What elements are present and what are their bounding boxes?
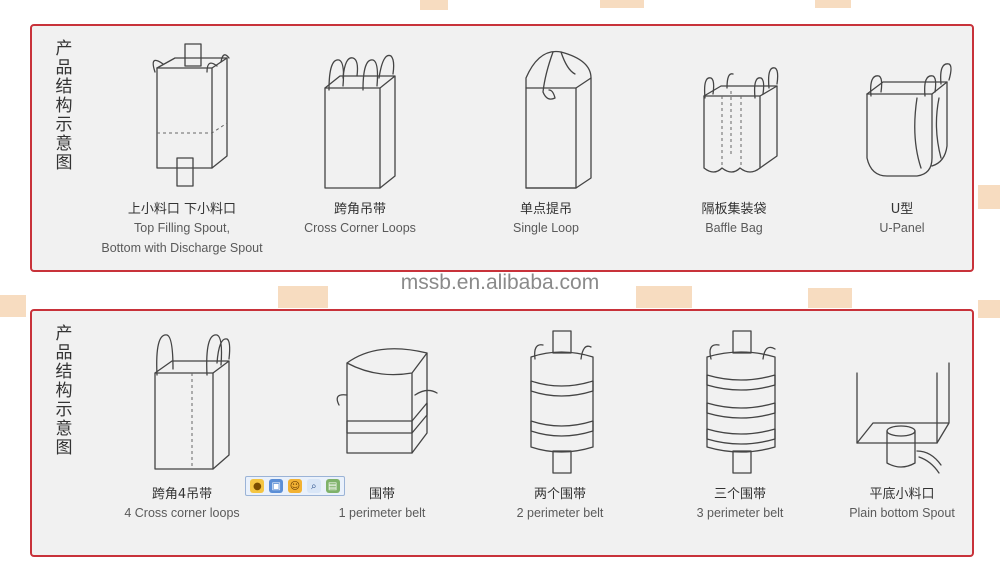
bag-single-loop-illustration <box>525 50 592 189</box>
item-title-en: 3 perimeter belt <box>696 506 784 520</box>
item-title-en: 4 Cross corner loops <box>124 506 240 520</box>
side-label: 产品结构示意图 <box>55 39 73 173</box>
item-title-cn: 两个围带 <box>533 487 586 502</box>
item-title-en: 2 perimeter belt <box>516 506 604 520</box>
watermark: mssb.en.alibaba.com <box>400 271 600 294</box>
bag-2-belt-illustration <box>530 330 594 474</box>
decor-block <box>815 0 851 8</box>
decor-block <box>420 0 448 10</box>
floating-toolbar: ● ▣ ☺ ⌕ ▤ <box>245 476 345 496</box>
item-title-cn: U型 <box>890 202 914 217</box>
item-title-cn: 隔板集装袋 <box>701 202 767 217</box>
item-title-cn: 三个围带 <box>713 487 766 502</box>
item-title-en: 1 perimeter belt <box>338 506 426 520</box>
item-title-en: U-Panel <box>879 221 925 235</box>
globe-icon[interactable]: ● <box>250 479 265 493</box>
item-title-cn: 围带 <box>368 487 395 502</box>
bag-3-belt-illustration <box>706 330 776 474</box>
item-title-cn: 上小料口 下小料口 <box>127 202 237 217</box>
bag-plain-bottom-spout: 平底小料口 Plain bottom Spout <box>812 323 992 523</box>
decor-block <box>978 185 1000 209</box>
item-title-en: Top Filling Spout, <box>134 221 230 235</box>
bag-u-panel-illustration <box>866 63 952 177</box>
bag-1-perimeter-belt: 围带 1 perimeter belt <box>292 323 472 523</box>
item-title-cn: 单点提吊 <box>519 202 572 217</box>
bag-top-bottom-spout: 上小料口 下小料口 Top Filling Spout, Bottom with… <box>92 38 272 258</box>
decor-block <box>636 286 692 308</box>
item-title-cn: 平底小料口 <box>869 487 935 502</box>
item-title-en: Single Loop <box>512 221 580 235</box>
item-title-en: Baffle Bag <box>705 221 763 235</box>
decor-block <box>978 300 1000 318</box>
bag-u-panel: U型 U-Panel <box>812 38 992 238</box>
bag-spout-illustration <box>152 43 230 187</box>
item-title-en: Bottom with Discharge Spout <box>101 241 263 255</box>
bag-2-perimeter-belt: 两个围带 2 perimeter belt <box>470 323 650 523</box>
bag-4-loops-illustration <box>154 334 231 470</box>
product-structure-panel-bottom: 产品结构示意图 跨角4吊带 4 Cross corner loops 围带 1 … <box>30 309 974 557</box>
product-structure-panel-top: 产品结构示意图 上小料口 下小料口 Top Filling Spout, Bot… <box>30 24 974 272</box>
bag-single-loop: 单点提吊 Single Loop <box>456 38 636 238</box>
decor-block <box>0 295 26 317</box>
bag-baffle: 隔板集装袋 Baffle Bag <box>644 38 824 238</box>
search-icon[interactable]: ⌕ <box>306 479 321 493</box>
bag-3-perimeter-belt: 三个围带 3 perimeter belt <box>650 323 830 523</box>
bag-cross-corner-loops: 跨角吊带 Cross Corner Loops <box>270 38 450 238</box>
item-title-en: Plain bottom Spout <box>849 506 955 520</box>
decor-block <box>278 286 328 308</box>
settings-icon[interactable]: ▤ <box>325 479 340 493</box>
bag-baffle-illustration <box>703 67 779 173</box>
item-title-en: Cross Corner Loops <box>304 221 416 235</box>
item-title-cn: 跨角4吊带 <box>151 487 213 502</box>
save-icon[interactable]: ▣ <box>269 479 284 493</box>
decor-block <box>600 0 644 8</box>
bag-1-belt-illustration <box>336 348 438 454</box>
decor-block <box>808 288 852 308</box>
smiley-icon[interactable]: ☺ <box>287 479 302 493</box>
bag-plain-spout-illustration <box>856 362 950 474</box>
side-label: 产品结构示意图 <box>55 324 73 458</box>
bag-cross-corner-illustration <box>324 54 396 189</box>
bag-4-cross-corner-loops: 跨角4吊带 4 Cross corner loops <box>92 323 272 523</box>
item-title-cn: 跨角吊带 <box>333 202 386 217</box>
